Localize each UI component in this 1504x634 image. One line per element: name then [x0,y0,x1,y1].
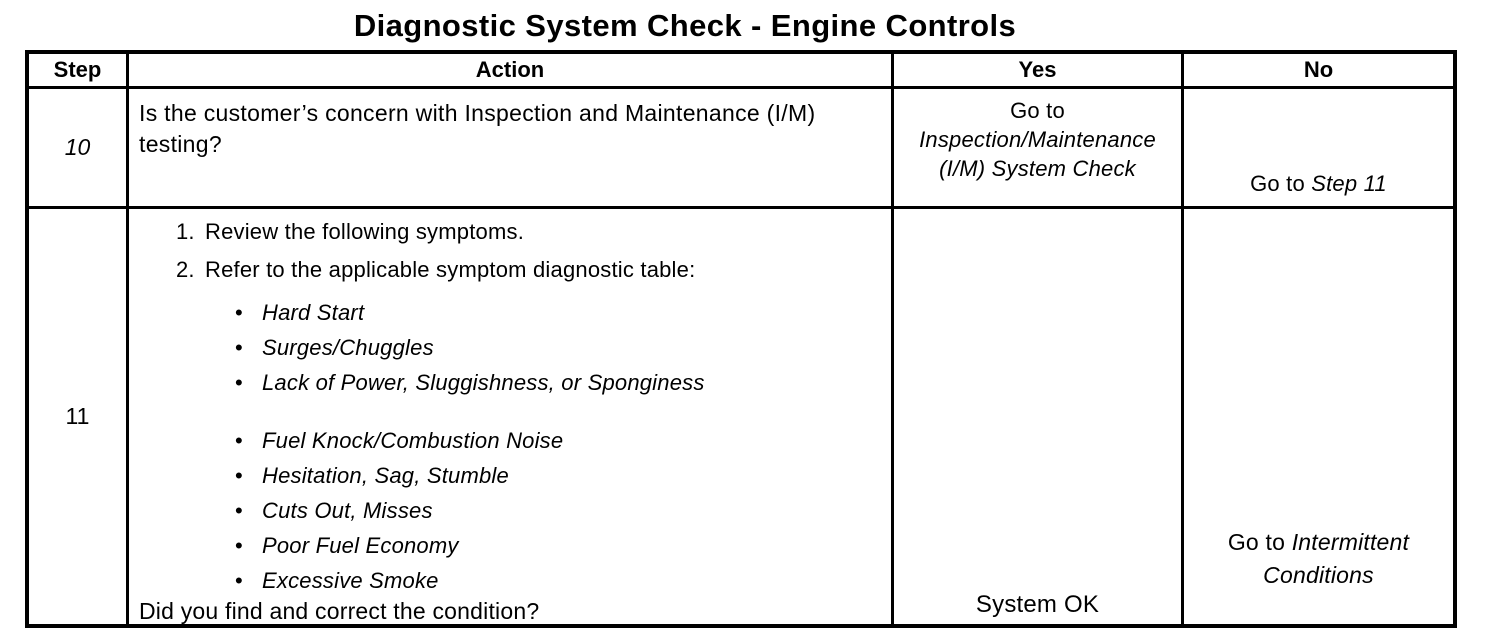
action-question: Is the customer’s concern with Inspectio… [139,100,816,157]
no-cell-step-10: Go to Step 11 [1184,89,1453,209]
symptom-item: Poor Fuel Economy [235,528,883,563]
symptom-item: Surges/Chuggles [235,330,883,365]
header-action: Action [129,54,894,89]
goto-prefix: Go to [1250,171,1312,196]
action-cell-step-10: Is the customer’s concern with Inspectio… [129,89,894,209]
header-step: Step [29,54,129,89]
goto-text: Go to Intermittent Conditions [1194,526,1443,592]
goto-reference-step-11: Step 11 [1311,171,1387,196]
yes-cell-step-11: System OK [894,209,1184,624]
symptom-item: Hard Start [235,295,883,330]
symptom-item: Fuel Knock/Combustion Noise [235,423,883,458]
goto-text: Go to Step 11 [1250,171,1387,197]
system-ok-text: System OK [975,591,1100,618]
action-cell-step-11: Review the following symptoms. Refer to … [129,209,894,624]
header-no: No [1184,54,1453,89]
page-title: Diagnostic System Check - Engine Control… [353,8,1017,43]
symptom-item: Hesitation, Sag, Stumble [235,458,883,493]
yes-cell-step-10: Go to Inspection/Maintenance (I/M) Syste… [894,89,1184,209]
no-cell-step-11: Go to Intermittent Conditions [1184,209,1453,624]
symptom-item: Cuts Out, Misses [235,493,883,528]
symptom-item: Lack of Power, Sluggishness, or Spongine… [235,365,883,400]
goto-prefix: Go to [1227,529,1292,555]
step-number-11: 11 [29,209,129,624]
goto-prefix: Go to [1010,98,1065,123]
numbered-action-list: Review the following symptoms. Refer to … [139,217,883,293]
goto-reference-im-system-check: Inspection/Maintenance (I/M) System Chec… [919,127,1156,181]
step-number-10: 10 [29,89,129,209]
symptom-item: Excessive Smoke [235,563,883,598]
symptom-list-group-2: Fuel Knock/Combustion Noise Hesitation, … [139,423,883,598]
goto-reference-intermittent-conditions: Intermittent Conditions [1263,529,1410,588]
action-step-item: Refer to the applicable symptom diagnost… [201,255,883,285]
symptom-list-group-1: Hard Start Surges/Chuggles Lack of Power… [139,295,883,400]
closing-question: Did you find and correct the condition? [139,598,540,624]
action-step-item: Review the following symptoms. [201,217,883,247]
diagnostic-table: Step Action Yes No 10 Is the customer’s … [25,50,1457,628]
header-yes: Yes [894,54,1184,89]
